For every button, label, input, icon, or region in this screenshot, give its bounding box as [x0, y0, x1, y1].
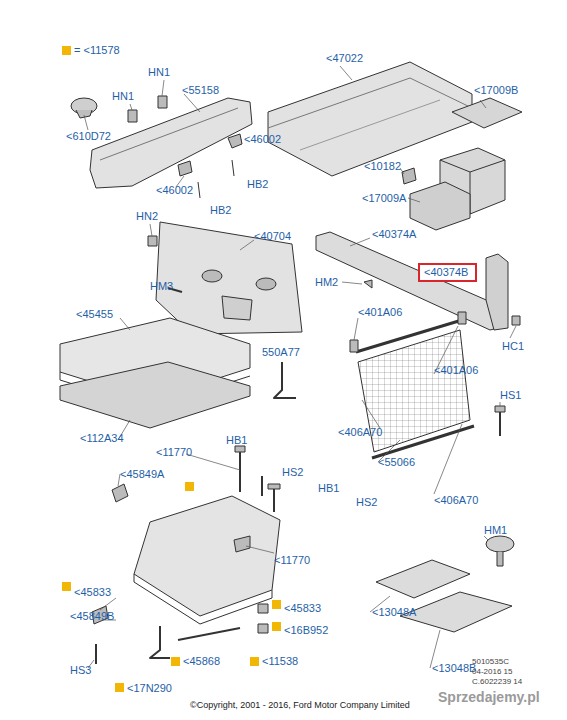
callout-number: HN1 — [148, 66, 170, 79]
highlight-box: <40374B — [418, 263, 477, 282]
callout-number: HM1 — [484, 524, 507, 537]
callout-number: <401A06 — [358, 306, 402, 319]
callout-number: <55158 — [182, 84, 219, 97]
callout-number: <112A34 — [80, 432, 124, 445]
callout-number: <40374B — [424, 266, 471, 279]
callout-number: <610D72 — [66, 130, 111, 143]
callout-number: <17N290 — [127, 682, 172, 695]
drawing-code: C.6022239 14 — [472, 677, 522, 686]
copyright-note: ©Copyright, 2001 - 2016, Ford Motor Comp… — [190, 700, 410, 710]
callout-number: <13048A — [372, 606, 416, 619]
callout-number: HM3 — [150, 280, 173, 293]
callout-number: <11770 — [274, 554, 310, 567]
callout-number: <17009A — [362, 192, 406, 205]
callout-number: <17009B — [474, 84, 518, 97]
callout-number: HS2 — [282, 466, 303, 479]
callout-number: <47022 — [326, 52, 363, 65]
callout-number: HC1 — [502, 340, 524, 353]
callout-number: HS1 — [500, 389, 521, 402]
callout-number: <45833 — [284, 602, 321, 615]
callout-number: <40374A — [372, 228, 416, 241]
callout-number: <11538 — [262, 655, 298, 668]
callout-number: 550A77 — [262, 346, 300, 359]
callout-number: <401A06 — [434, 364, 478, 377]
callout-number: <46002 — [244, 133, 281, 146]
callout-number: HB2 — [210, 204, 231, 217]
callout-number: HB1 — [226, 434, 247, 447]
callout-number: <16B952 — [284, 624, 328, 637]
callout-number: <10182 — [364, 160, 401, 173]
callout-number: <406A70 — [338, 426, 382, 439]
drawing-code: 5010535C — [472, 657, 509, 666]
legend-entry: = <11578 — [62, 44, 120, 56]
callout-number: <40704 — [254, 230, 291, 243]
callout-number: HM2 — [315, 276, 338, 289]
callout-number: <406A70 — [434, 494, 478, 507]
callout-number: HN1 — [112, 90, 134, 103]
drawing-code: 04-2016 15 — [472, 667, 512, 676]
callout-number: <45849B — [70, 610, 114, 623]
callout-number: <13048B — [432, 662, 476, 675]
callout-number: <45833 — [74, 586, 111, 599]
callout-number: <45455 — [76, 308, 113, 321]
callout-number: HS2 — [356, 496, 377, 509]
callout-number: <11770 — [156, 446, 192, 459]
watermark: Sprzedajemy.pl — [438, 689, 540, 705]
legend-swatch — [62, 46, 71, 55]
callout-number: HN2 — [136, 210, 158, 223]
callout-number: <45849A — [120, 468, 164, 481]
callout-number: HS3 — [70, 664, 91, 677]
callout-number: HB2 — [247, 178, 268, 191]
legend-text: = <11578 — [74, 44, 120, 56]
callout-number: HB1 — [318, 482, 339, 495]
callout-number: <45868 — [183, 655, 220, 668]
callout-number: <55066 — [378, 456, 415, 469]
callout-number: <46002 — [156, 184, 193, 197]
